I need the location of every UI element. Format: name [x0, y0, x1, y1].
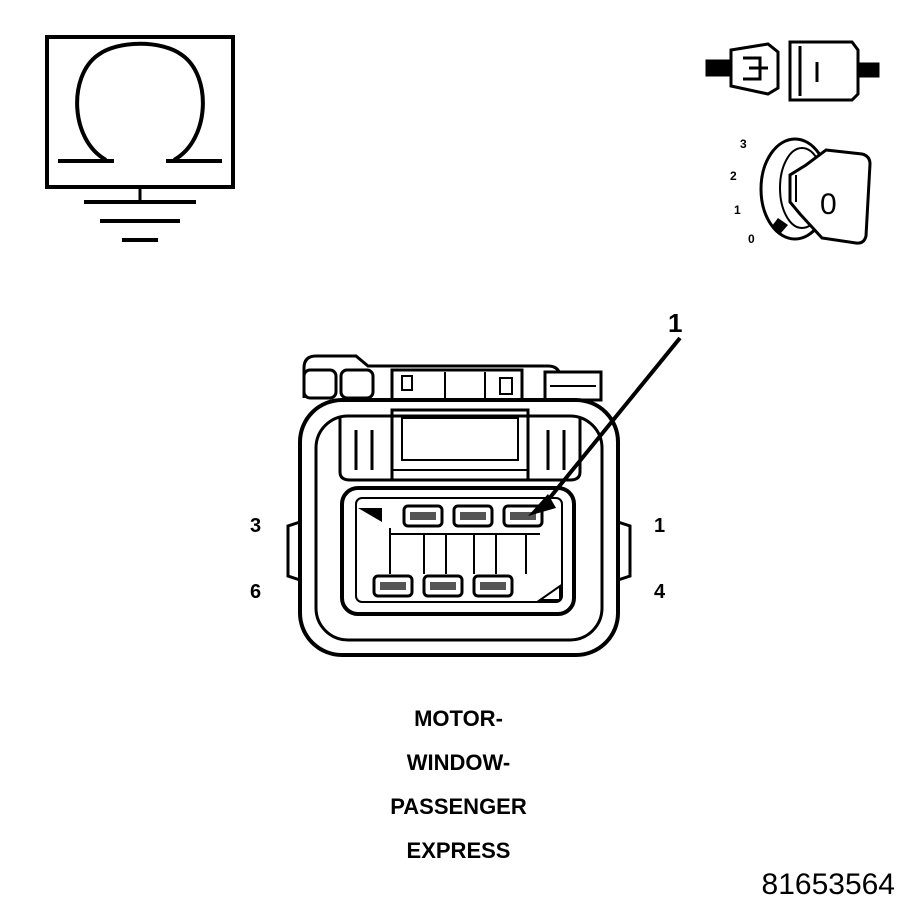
key-label: 0 [820, 188, 837, 221]
key-position-1: 1 [734, 203, 741, 217]
title-line-2: WINDOW- [406, 750, 511, 775]
figure-number: 81653564 [761, 868, 895, 901]
key-position-2: 2 [730, 169, 737, 183]
ohmmeter-ground-icon [45, 35, 235, 242]
pin-label-1: 1 [654, 515, 665, 537]
title-line-4: EXPRESS [406, 838, 511, 863]
connector-face [286, 354, 632, 657]
pin-label-6: 6 [250, 581, 261, 603]
callout-number: 1 [668, 308, 682, 338]
pin-label-4: 4 [654, 581, 666, 603]
title-line-3: PASSENGER [390, 794, 527, 819]
callout-leader [528, 336, 682, 516]
pin-label-3: 3 [250, 515, 261, 537]
key-position-3: 3 [740, 137, 747, 151]
ignition-key-off-icon: 3 2 1 0 0 [730, 137, 872, 246]
title-line-1: MOTOR- [414, 706, 503, 731]
connector-disconnect-icon [705, 40, 880, 102]
key-position-0: 0 [748, 232, 755, 246]
